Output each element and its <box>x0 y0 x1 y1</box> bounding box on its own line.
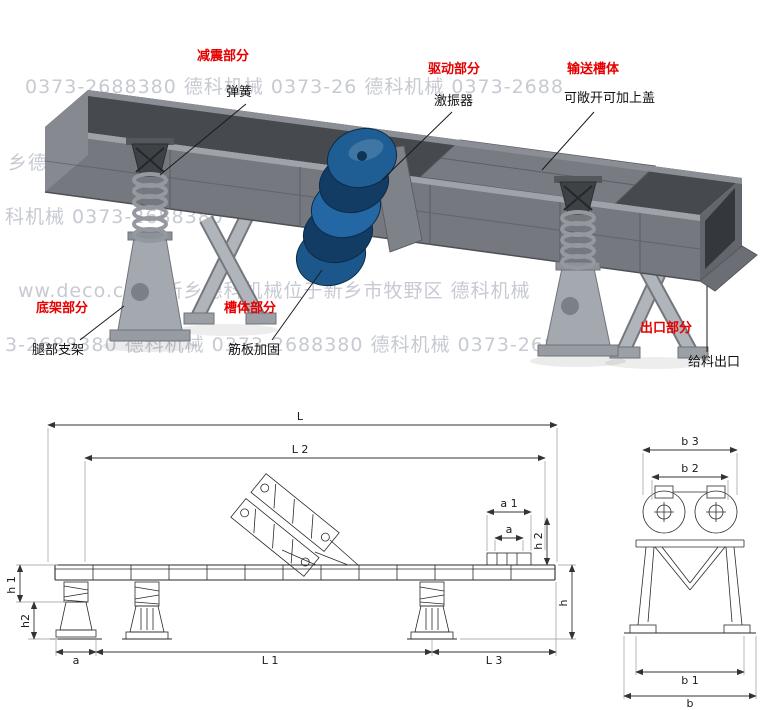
dim-h: h <box>557 599 570 606</box>
spring-right <box>560 210 596 270</box>
label-conveying-sub: 可敞开可加上盖 <box>564 91 656 106</box>
leader-conveying <box>541 111 595 171</box>
leader-lines <box>79 103 708 352</box>
dim-h2-left: h2 <box>19 614 32 628</box>
spring-left <box>132 172 168 243</box>
label-base-sub: 腿部支架 <box>32 343 85 358</box>
label-base-title: 底架部分 <box>36 301 89 316</box>
leader-base <box>79 305 125 341</box>
dimensions-end: b 3 b 2 b 1 b <box>623 435 757 710</box>
render-3d <box>44 90 758 369</box>
label-damping-sub: 弹簧 <box>226 85 253 100</box>
outlet-flange <box>486 552 532 566</box>
dim-L1: L 1 <box>262 654 279 667</box>
leader-damping <box>159 103 247 176</box>
dim-a-bottom: a <box>73 654 80 667</box>
watermark-line: 科机械 0373-2688380 <box>5 206 224 228</box>
shadows <box>102 324 705 369</box>
dim-h1: h 1 <box>5 576 18 593</box>
label-trough-body-title: 槽体部分 <box>224 301 277 316</box>
legs-left <box>183 212 277 325</box>
damper-right <box>537 176 619 357</box>
watermark-line: 0373-2688380 德科机械 0373-26 德科机械 0373-2688 <box>25 76 564 98</box>
dimensions-side: L L 2 a 1 a h 2 h <box>5 410 576 667</box>
support-right <box>410 581 454 640</box>
dim-a-top: a <box>506 523 513 536</box>
label-drive-sub: 激振器 <box>434 94 474 109</box>
dim-L2: L 2 <box>292 443 309 456</box>
dim-L: L <box>297 410 304 423</box>
label-damping-title: 减震部分 <box>197 49 250 64</box>
side-view: L L 2 a 1 a h 2 h <box>5 410 576 667</box>
leader-drive <box>381 111 453 181</box>
damper-left <box>109 138 191 342</box>
leader-trough-body <box>271 269 323 341</box>
label-outlet-sub: 给料出口 <box>688 355 741 370</box>
label-drive-title: 驱动部分 <box>428 62 481 77</box>
dim-a1: a 1 <box>500 497 517 510</box>
label-conveying-title: 输送槽体 <box>567 62 620 77</box>
label-trough-body-sub: 筋板加固 <box>228 343 281 358</box>
dim-b3: b 3 <box>681 435 698 448</box>
dim-b2: b 2 <box>681 462 698 475</box>
vibration-motor <box>295 127 423 287</box>
exciter <box>230 473 359 577</box>
dim-L3: L 3 <box>486 654 503 667</box>
engineering-drawing: L L 2 a 1 a h 2 h <box>5 410 757 710</box>
dim-b1: b 1 <box>681 674 698 687</box>
support-left <box>125 581 169 640</box>
trough-ribs <box>92 565 512 580</box>
left-end-mount <box>55 581 97 638</box>
label-outlet-title: 出口部分 <box>640 321 693 336</box>
dim-h2-right: h 2 <box>532 532 545 549</box>
outlet-lip <box>699 245 758 292</box>
end-view: b 3 b 2 b 1 b <box>623 435 757 710</box>
dim-b: b <box>687 697 694 710</box>
